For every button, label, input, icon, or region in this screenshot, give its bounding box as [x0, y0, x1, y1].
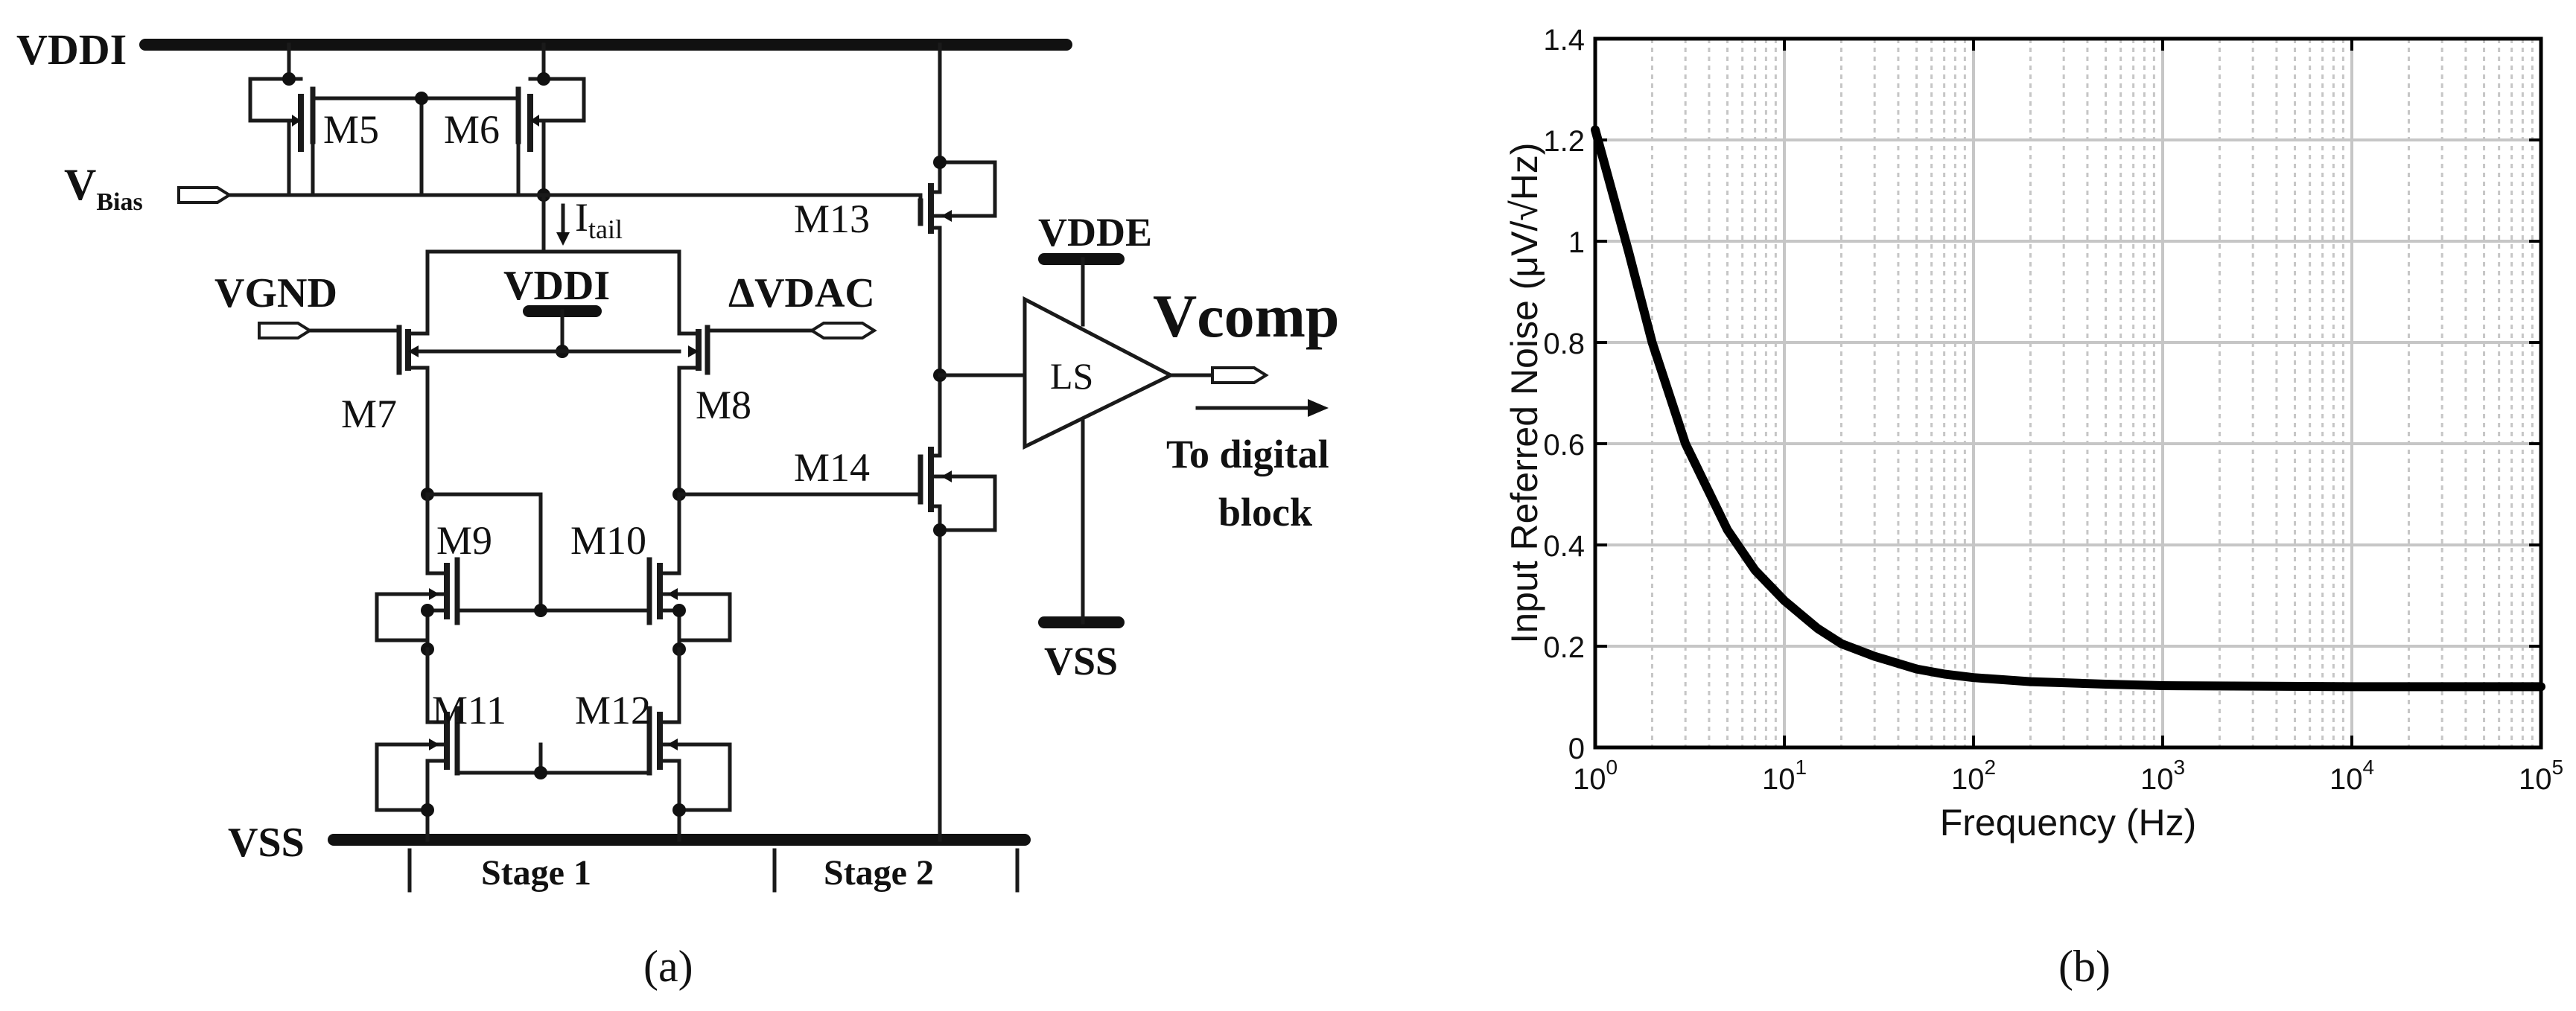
y-tick-label: 1.2 [1543, 125, 1585, 158]
m11-label: M11 [432, 688, 506, 733]
comparator-schematic: VDDI VBias M5 M6 Itail VDDI VGND ΔVDAC M… [16, 25, 1340, 991]
to-digital-arrow [1195, 399, 1329, 417]
x-tick-label: 104 [2329, 756, 2374, 796]
transistor-m6 [515, 42, 586, 197]
stage1-label: Stage 1 [481, 853, 591, 893]
grid-lines [1594, 37, 2542, 749]
panel-a-caption: (a) [643, 942, 693, 991]
to-digital-label-line2: block [1218, 490, 1312, 535]
vbias-label: VBias [64, 160, 143, 216]
m14-label: M14 [794, 445, 870, 490]
transistor-m13 [917, 132, 997, 455]
transistor-m9 [375, 492, 460, 651]
vgnd-port [258, 322, 313, 339]
vcomp-port [1211, 366, 1269, 384]
vdde-label: VDDE [1038, 210, 1152, 255]
m5-label: M5 [323, 107, 379, 152]
stage2-label: Stage 2 [824, 853, 934, 893]
y-tick-label: 0.8 [1543, 328, 1585, 360]
vbias-port [177, 186, 232, 204]
dvdac-port [809, 322, 877, 339]
y-tick-label: 0.6 [1543, 429, 1585, 462]
vgnd-label: VGND [214, 270, 337, 316]
transistor-m7 [396, 325, 681, 497]
axis-ticks: 0 0.2 0.4 0.6 0.8 1 1.2 1.4 100 101 102 103 104 105 [1543, 24, 2563, 796]
transistor-m10 [646, 492, 732, 651]
m9-label: M9 [436, 518, 492, 563]
transistor-m5 [248, 42, 316, 197]
y-tick-label: 1 [1568, 226, 1585, 259]
x-tick-label: 102 [1951, 756, 1996, 796]
x-tick-label: 103 [2140, 756, 2185, 796]
y-axis-label: Input Referred Noise (μV/√Hz) [1504, 142, 1545, 643]
level-shifter [1023, 296, 1175, 450]
m7-label: M7 [341, 392, 397, 436]
m6-label: M6 [444, 107, 500, 152]
vddi-rail-label: VDDI [16, 25, 127, 74]
vss-ls-label: VSS [1044, 639, 1118, 683]
noise-curve [1591, 125, 2545, 692]
x-tick-label: 100 [1573, 756, 1618, 796]
series-layer [1591, 125, 2545, 692]
y-tick-label: 1.4 [1543, 24, 1585, 57]
vcomp-label: Vcomp [1153, 282, 1340, 350]
ls-label: LS [1050, 355, 1093, 397]
x-axis-label: Frequency (Hz) [1940, 802, 2197, 843]
m8-label: M8 [696, 383, 751, 427]
plot-frame [1593, 36, 2543, 750]
plot-area [1595, 39, 2541, 747]
noise-chart: 0 0.2 0.4 0.6 0.8 1 1.2 1.4 100 101 102 103 104 105 F… [1504, 24, 2563, 991]
transistor-m11 [375, 647, 460, 842]
transistor-m14 [917, 447, 997, 842]
y-tick-label: 0 [1568, 733, 1585, 765]
itail-label: Itail [575, 195, 623, 244]
panel-b-caption: (b) [2058, 942, 2111, 991]
y-tick-label: 0.4 [1543, 530, 1585, 563]
m12-label: M12 [575, 688, 651, 733]
transistor-m12 [646, 647, 732, 842]
vss-rail-label: VSS [228, 820, 305, 866]
transistor-m8 [677, 325, 710, 497]
dvdac-label: ΔVDAC [728, 270, 875, 316]
x-tick-label: 105 [2519, 756, 2563, 796]
vddi-body-label: VDDI [503, 263, 610, 309]
to-digital-label-line1: To digital [1166, 432, 1329, 476]
m13-label: M13 [794, 197, 870, 241]
m10-label: M10 [570, 518, 646, 563]
x-tick-label: 101 [1762, 756, 1807, 796]
y-tick-label: 0.2 [1543, 631, 1585, 664]
